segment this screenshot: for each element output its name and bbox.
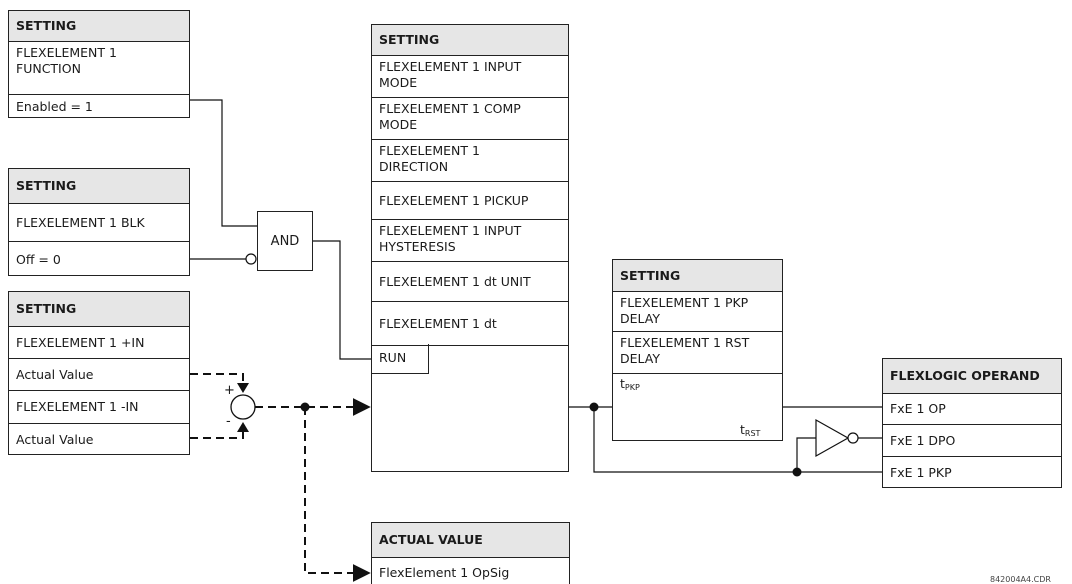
drawing-id: 842004A4.CDR bbox=[990, 575, 1051, 584]
plus-sign: + bbox=[224, 383, 235, 398]
wire-to-pkp bbox=[593, 407, 882, 473]
function-setting-header: SETTING bbox=[9, 11, 189, 41]
function-setting-box: SETTING FLEXELEMENT 1 FUNCTION Enabled =… bbox=[8, 10, 190, 118]
delay-setting-pkp: FLEXELEMENT 1 PKP DELAY bbox=[613, 291, 782, 331]
blk-setting-header: SETTING bbox=[9, 169, 189, 203]
operand-op: FxE 1 OP bbox=[883, 393, 1061, 424]
wire-function-to-and bbox=[190, 99, 257, 227]
inverter-triangle bbox=[815, 418, 850, 458]
minus-sign: - bbox=[226, 414, 231, 429]
input-setting-header: SETTING bbox=[9, 292, 189, 326]
and-invert-bubble bbox=[245, 253, 257, 265]
tpkp-label: tPKP bbox=[620, 376, 640, 392]
input-plus-name: FLEXELEMENT 1 +IN bbox=[9, 326, 189, 358]
and-gate: AND bbox=[257, 211, 313, 271]
main-setting-pickup: FLEXELEMENT 1 PICKUP bbox=[372, 181, 568, 219]
blk-setting-box: SETTING FLEXELEMENT 1 BLK Off = 0 bbox=[8, 168, 190, 276]
run-input-label: RUN bbox=[371, 344, 429, 374]
main-setting-input-mode: FLEXELEMENT 1 INPUT MODE bbox=[372, 55, 568, 97]
operand-header: FLEXLOGIC OPERAND bbox=[883, 359, 1061, 393]
input-setting-box: SETTING FLEXELEMENT 1 +IN Actual Value F… bbox=[8, 291, 190, 455]
main-setting-comp-mode: FLEXELEMENT 1 COMP MODE bbox=[372, 97, 568, 139]
input-minus-name: FLEXELEMENT 1 -IN bbox=[9, 390, 189, 423]
delay-setting-header: SETTING bbox=[613, 260, 782, 291]
input-plus-value: Actual Value bbox=[9, 358, 189, 390]
main-setting-box: SETTING FLEXELEMENT 1 INPUT MODE FLEXELE… bbox=[371, 24, 569, 472]
comparator-area bbox=[372, 345, 568, 473]
delay-setting-rst: FLEXELEMENT 1 RST DELAY bbox=[613, 331, 782, 373]
main-setting-dt-unit: FLEXELEMENT 1 dt UNIT bbox=[372, 261, 568, 301]
wire-op-to-inverter bbox=[796, 437, 816, 472]
main-setting-direction: FLEXELEMENT 1 DIRECTION bbox=[372, 139, 568, 181]
summing-junction bbox=[230, 394, 256, 420]
blk-setting-name: FLEXELEMENT 1 BLK bbox=[9, 203, 189, 241]
inverter-bubble bbox=[847, 432, 859, 444]
wire-and-to-run bbox=[313, 240, 371, 360]
function-setting-name: FLEXELEMENT 1 FUNCTION bbox=[9, 41, 189, 94]
wire-to-actual-value bbox=[304, 407, 371, 582]
function-setting-value: Enabled = 1 bbox=[9, 94, 189, 119]
operand-dpo: FxE 1 DPO bbox=[883, 424, 1061, 456]
trst-label: tRST bbox=[740, 422, 761, 438]
timer-area bbox=[613, 373, 782, 442]
input-minus-value: Actual Value bbox=[9, 423, 189, 456]
wire-minus-input bbox=[190, 432, 244, 439]
operand-pkp: FxE 1 PKP bbox=[883, 456, 1061, 489]
actual-value-box: ACTUAL VALUE FlexElement 1 OpSig bbox=[371, 522, 570, 584]
plus-arrowhead bbox=[237, 383, 249, 393]
main-setting-dt: FLEXELEMENT 1 dt bbox=[372, 301, 568, 345]
actual-value-header: ACTUAL VALUE bbox=[372, 523, 569, 557]
main-setting-header: SETTING bbox=[372, 25, 568, 55]
main-setting-hysteresis: FLEXELEMENT 1 INPUT HYSTERESIS bbox=[372, 219, 568, 261]
actual-value-name: FlexElement 1 OpSig bbox=[372, 557, 569, 584]
blk-setting-value: Off = 0 bbox=[9, 241, 189, 277]
wire-plus-input bbox=[190, 373, 244, 384]
operand-box: FLEXLOGIC OPERAND FxE 1 OP FxE 1 DPO FxE… bbox=[882, 358, 1062, 488]
delay-setting-box: SETTING FLEXELEMENT 1 PKP DELAY FLEXELEM… bbox=[612, 259, 783, 441]
minus-arrowhead bbox=[237, 422, 249, 432]
